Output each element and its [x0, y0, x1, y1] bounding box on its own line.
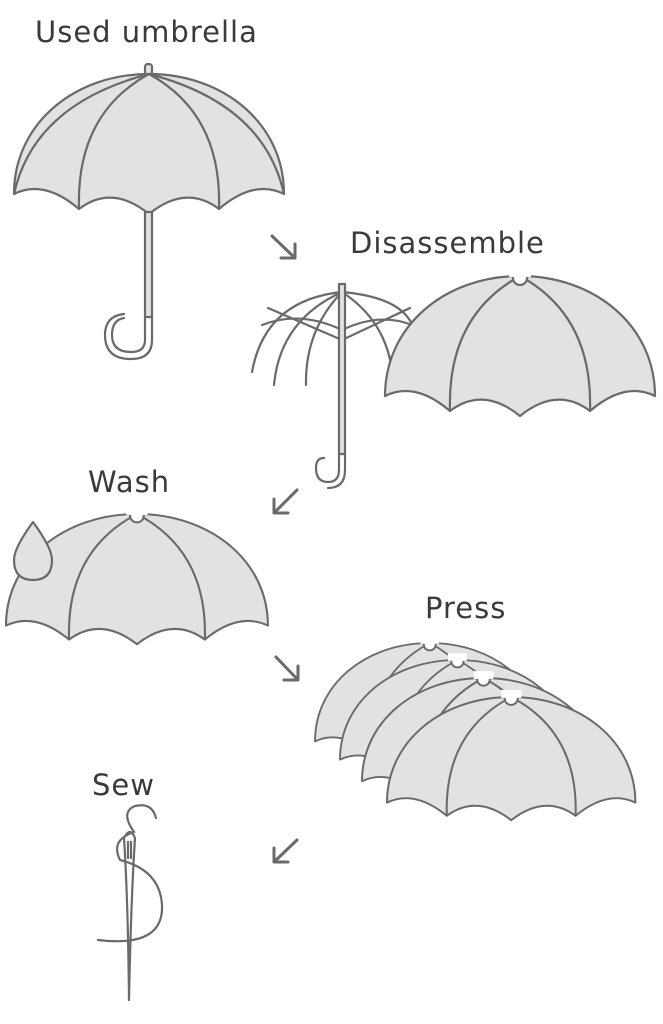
pressed-canopies-illustration [314, 635, 637, 822]
used-umbrella-illustration [12, 62, 286, 361]
step-label-disassemble: Disassemble [350, 226, 545, 260]
umbrella-frame-illustration [250, 282, 417, 490]
step-label-sew: Sew [92, 768, 155, 802]
step-label-wash: Wash [88, 465, 170, 499]
canopy-illustration [383, 266, 657, 418]
arrow-down-left-icon [272, 488, 299, 515]
arrow-down-right-icon [270, 234, 297, 260]
arrow-down-left-icon [272, 838, 299, 864]
step-label-press: Press [425, 591, 506, 625]
needle-and-thread-icon [96, 804, 164, 1002]
water-drop-icon [12, 520, 54, 582]
arrow-down-right-icon [274, 655, 300, 682]
step-label-used-umbrella: Used umbrella [35, 15, 258, 49]
